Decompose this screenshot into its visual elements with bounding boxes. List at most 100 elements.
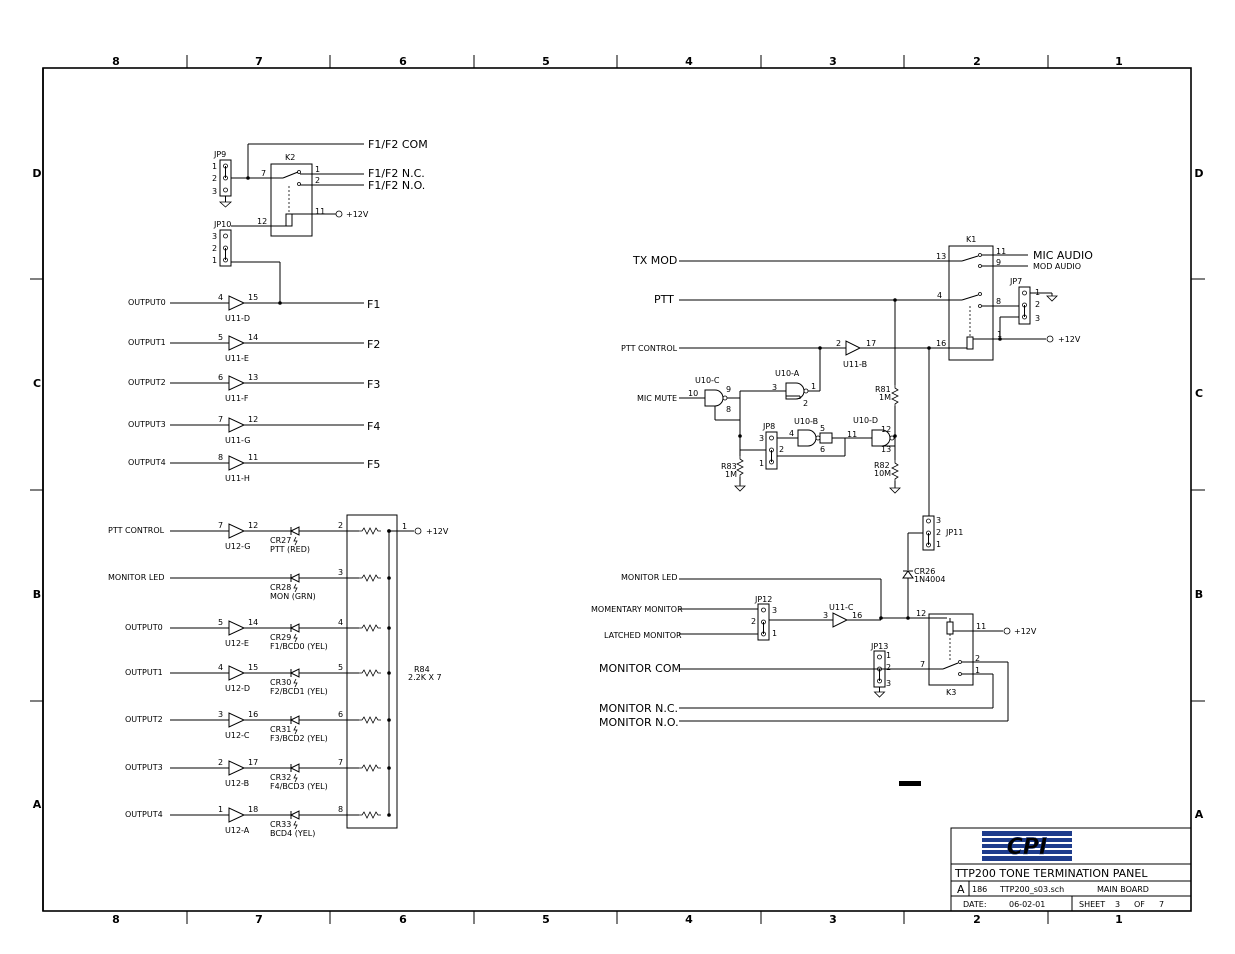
date-label: DATE: bbox=[963, 900, 987, 909]
led-input-label: OUTPUT0 bbox=[125, 623, 163, 632]
led-input-label: MONITOR LED bbox=[108, 573, 165, 582]
gate-u10d-block: U10-D 12 13 11 bbox=[847, 416, 895, 454]
zone-top-label: 3 bbox=[829, 55, 837, 68]
rpack-pin: 4 bbox=[338, 618, 343, 627]
k2-pin: 2 bbox=[315, 176, 320, 185]
ground-symbol bbox=[873, 691, 886, 698]
buffer-gate bbox=[228, 335, 246, 351]
sheet-total: 7 bbox=[1159, 900, 1164, 909]
u10d-pin: 11 bbox=[847, 430, 857, 439]
monitor-no-label: MONITOR N.O. bbox=[599, 716, 679, 729]
r81-value: 1M bbox=[879, 393, 891, 402]
zone-left-label: C bbox=[33, 377, 41, 390]
led-description: BCD4 (YEL) bbox=[270, 829, 315, 838]
led-buffer-pin: 15 bbox=[248, 663, 258, 672]
led-buffer-pin: 7 bbox=[218, 521, 223, 530]
k3-pin: 1 bbox=[975, 666, 980, 675]
led-buffer-pin: 17 bbox=[248, 758, 258, 767]
led-diode bbox=[289, 810, 300, 820]
led-description: MON (GRN) bbox=[270, 592, 316, 601]
black-marker bbox=[899, 781, 921, 786]
file-name: TTP200_s03.sch bbox=[999, 885, 1064, 894]
rpack-resistor bbox=[358, 716, 382, 724]
led-ref: CR27 bbox=[270, 536, 291, 545]
rpack-pin: 2 bbox=[338, 521, 343, 530]
zone-top-label: 8 bbox=[112, 55, 120, 68]
u11c-ref: U11-C bbox=[829, 603, 854, 612]
u11b-ref: U11-B bbox=[843, 360, 867, 369]
led-ref: CR33 bbox=[270, 820, 291, 829]
sheet-number: 3 bbox=[1115, 900, 1120, 909]
rpack-pin: 7 bbox=[338, 758, 343, 767]
u11c-pin: 3 bbox=[823, 611, 828, 620]
size-text: A bbox=[957, 883, 965, 896]
buffer-gate bbox=[228, 417, 246, 433]
of-label: OF bbox=[1134, 900, 1145, 909]
r84-ref: R84 bbox=[414, 665, 430, 674]
zone-left-label: B bbox=[33, 588, 41, 601]
zone-top-label: 1 bbox=[1115, 55, 1123, 68]
momentary-monitor-label: MOMENTARY MONITOR bbox=[591, 605, 683, 614]
jp9-pin: 1 bbox=[212, 162, 217, 171]
zone-bottom-label: 5 bbox=[542, 913, 550, 926]
mod-audio-label: MOD AUDIO bbox=[1033, 262, 1081, 271]
jp11-ref: JP11 bbox=[945, 528, 963, 537]
led-diode bbox=[289, 623, 300, 633]
tx-mod-label: TX MOD bbox=[632, 254, 677, 267]
led-description: F3/BCD2 (YEL) bbox=[270, 734, 328, 743]
led-buffer-ref: U12-C bbox=[225, 731, 250, 740]
jp13-pin: 3 bbox=[886, 679, 891, 688]
monitor-led-label: MONITOR LED bbox=[621, 573, 678, 582]
led-buffer-ref: U12-A bbox=[225, 826, 250, 835]
buffer-pin: 8 bbox=[218, 453, 223, 462]
led-buffer-pin: 16 bbox=[248, 710, 258, 719]
jp9-pin: 3 bbox=[212, 187, 217, 196]
led-diode bbox=[289, 763, 300, 773]
tone-output-label: F1 bbox=[367, 298, 380, 311]
zone-bottom-label: 7 bbox=[255, 913, 263, 926]
led-buffer-ref: U12-E bbox=[225, 639, 249, 648]
gate-u10b-block: U10-B 4 5 6 bbox=[789, 417, 872, 457]
buffer-input-label: OUTPUT4 bbox=[128, 458, 166, 467]
jp9-ref: JP9 bbox=[213, 150, 226, 159]
u10a-pin: 2 bbox=[803, 399, 808, 408]
k2-ref: K2 bbox=[285, 153, 295, 162]
jp12-pin: 1 bbox=[772, 629, 777, 638]
buffer-pin: 11 bbox=[248, 453, 258, 462]
monitor-com-label: MONITOR COM bbox=[599, 662, 681, 675]
zone-top-label: 4 bbox=[685, 55, 693, 68]
k1-ref: K1 bbox=[966, 235, 976, 244]
zone-left-label: A bbox=[33, 798, 42, 811]
relay-k1: K1 TX MOD 13 11 9 MIC AUDIO MOD AUDIO PT… bbox=[632, 235, 1093, 361]
rpack-resistor bbox=[358, 811, 382, 819]
r82-value: 10M bbox=[874, 469, 891, 478]
led-buffer-ref: U12-D bbox=[225, 684, 250, 693]
r83-value: 1M bbox=[725, 470, 737, 479]
zone-top-label: 5 bbox=[542, 55, 550, 68]
mic-mute-label: MIC MUTE bbox=[637, 394, 677, 403]
buffer-gate bbox=[228, 295, 246, 311]
led-buffer-pin: 1 bbox=[218, 805, 223, 814]
rpack-resistor bbox=[358, 574, 382, 582]
buffer-pin: 7 bbox=[218, 415, 223, 424]
led-buffer-pin: 12 bbox=[248, 521, 258, 530]
ground-symbol bbox=[1046, 295, 1058, 302]
tone-output-label: F4 bbox=[367, 420, 380, 433]
rpack-resistor bbox=[358, 624, 382, 632]
k1-pin: 16 bbox=[936, 339, 946, 348]
jp10-jumper: JP10 3 2 1 bbox=[212, 220, 282, 305]
led-buffer-gate bbox=[228, 807, 246, 823]
u10d-pin: 13 bbox=[881, 445, 891, 454]
ground-symbol bbox=[218, 201, 233, 208]
date-value: 06-02-01 bbox=[1009, 900, 1045, 909]
rpack-resistor bbox=[358, 527, 382, 535]
buffer-input-label: OUTPUT3 bbox=[128, 420, 166, 429]
led-light-icon bbox=[293, 583, 298, 593]
jp10-pin: 3 bbox=[212, 232, 217, 241]
jp8-pin: 1 bbox=[759, 459, 764, 468]
